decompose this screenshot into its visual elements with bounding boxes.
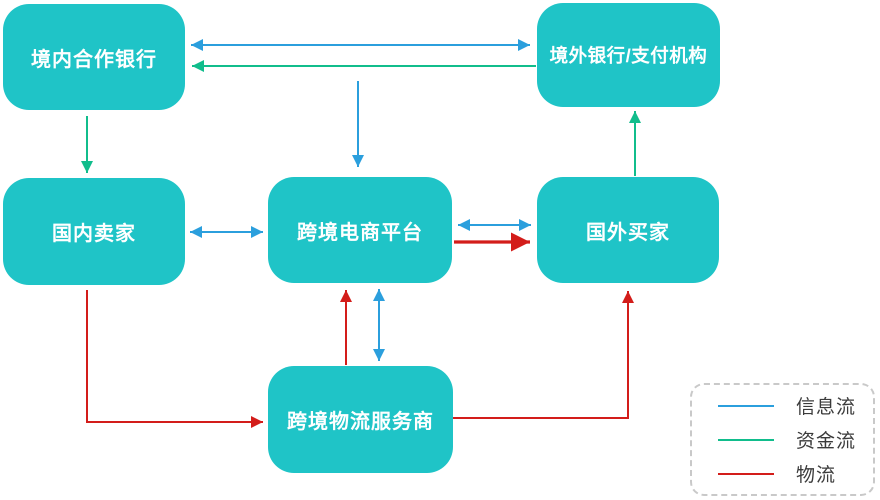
node-foreign-buyer: 国外买家 [537,177,719,283]
legend-item-capital-flow: 资金流 [692,426,873,453]
node-ecommerce-platform: 跨境电商平台 [268,177,452,283]
capital-flow-line-swatch [718,438,774,441]
node-domestic-bank: 境内合作银行 [3,4,185,110]
legend-label-capital-flow: 资金流 [796,431,857,452]
node-logistics-provider: 跨境物流服务商 [268,366,453,473]
edge-logistics-to-buyer-logistics [453,291,634,419]
legend-item-info-flow: 信息流 [692,392,873,419]
node-domestic-seller: 国内卖家 [3,178,185,285]
legend-item-logistics-flow: 物流 [692,460,873,487]
legend-label-logistics-flow: 物流 [796,465,837,486]
node-overseas-bank: 境外银行/支付机构 [537,3,720,107]
logistics-flow-line-swatch [718,472,774,475]
legend-label-info-flow: 信息流 [796,397,857,418]
info-flow-line-swatch [718,404,774,407]
edge-seller-to-logistics-logistics [86,290,263,428]
legend: 信息流 资金流 物流 [690,383,875,496]
